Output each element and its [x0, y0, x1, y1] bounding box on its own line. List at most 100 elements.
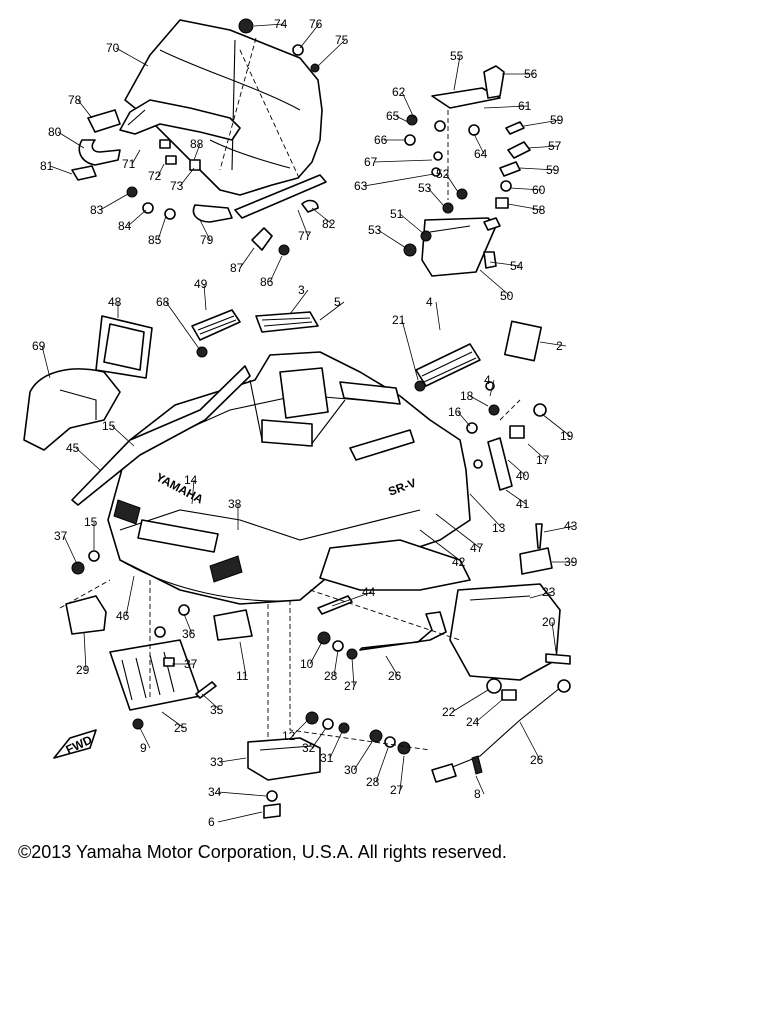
- hood-bracket: [359, 611, 447, 651]
- callout-number: 12: [282, 729, 296, 743]
- callout-number: 58: [532, 203, 546, 217]
- callout-number: 75: [335, 33, 349, 47]
- callout-leader-line: [111, 425, 135, 447]
- callout-number: 49: [194, 277, 208, 291]
- callout-number: 52: [436, 167, 450, 181]
- callout-number: 72: [148, 169, 162, 183]
- callout-number: 78: [68, 93, 82, 107]
- callout-number: 31: [320, 751, 334, 765]
- callout-number: 43: [564, 519, 578, 533]
- callout-number: 2: [556, 339, 563, 353]
- callout-leader-line: [373, 159, 433, 163]
- callout-number: 62: [392, 85, 406, 99]
- callout-number: 44: [362, 585, 376, 599]
- callout-leader-line: [329, 731, 343, 759]
- callout-leader-line: [299, 23, 320, 49]
- callout-leader-line: [523, 119, 561, 127]
- callout-leader-line: [475, 699, 503, 723]
- callout-number: 81: [40, 159, 54, 173]
- console-hardware: [403, 114, 531, 269]
- callout-leader-line: [479, 269, 511, 297]
- callout-leader-line: [41, 345, 51, 379]
- callout-number: 56: [524, 67, 538, 81]
- callout-number: 77: [298, 229, 312, 243]
- callout-leader-line: [551, 621, 557, 653]
- callout-number: 26: [530, 753, 544, 767]
- callout-leader-line: [489, 379, 495, 397]
- callout-number: 18: [460, 389, 474, 403]
- callout-number: 15: [102, 419, 116, 433]
- callout-leader-line: [139, 727, 151, 749]
- callout-number: 53: [368, 223, 382, 237]
- callout-leader-line: [519, 167, 557, 171]
- callout-number: 36: [182, 627, 196, 641]
- callout-number: 61: [518, 99, 532, 113]
- callout-number: 68: [156, 295, 170, 309]
- callout-leader-line: [451, 689, 489, 713]
- callout-number: 55: [450, 49, 464, 63]
- callout-number: 3: [298, 283, 305, 297]
- callout-leader-line: [435, 513, 481, 549]
- callout-number: 65: [386, 109, 400, 123]
- callout-leader-line: [385, 655, 399, 677]
- callout-number: 33: [210, 755, 224, 769]
- callout-leader-line: [289, 289, 309, 315]
- callout-number: 64: [474, 147, 488, 161]
- callout-leader-line: [201, 693, 221, 711]
- callout-leader-line: [253, 23, 285, 27]
- callout-leader-line: [377, 229, 407, 249]
- windshield-trim: [192, 174, 327, 223]
- callout-leader-line: [489, 261, 521, 267]
- hand-grips: [71, 109, 121, 181]
- callout-leader-line: [291, 719, 309, 737]
- callout-leader-line: [401, 91, 415, 119]
- callout-leader-line: [75, 447, 101, 471]
- callout-number: 69: [32, 339, 46, 353]
- callout-number: 82: [322, 217, 336, 231]
- callout-number: 51: [390, 207, 404, 221]
- callout-number: 42: [452, 555, 466, 569]
- callout-number: 83: [90, 203, 104, 217]
- callout-leader-line: [217, 811, 263, 823]
- callout-leader-line: [311, 727, 327, 749]
- callout-leader-line: [473, 133, 485, 155]
- side-shield: [23, 368, 121, 451]
- callout-leader-line: [127, 209, 147, 227]
- callout-number: 15: [84, 515, 98, 529]
- callout-number: 38: [228, 497, 242, 511]
- callout-number: 22: [442, 705, 456, 719]
- callout-leader-line: [311, 207, 333, 225]
- callout-leader-line: [99, 193, 129, 211]
- callout-leader-line: [363, 173, 435, 187]
- callout-number: 27: [390, 783, 404, 797]
- callout-number: 17: [536, 453, 550, 467]
- dash-guides: [59, 37, 521, 751]
- console-bracket: [421, 65, 505, 277]
- callout-number: 76: [309, 17, 323, 31]
- callout-number: 60: [532, 183, 546, 197]
- fwd-arrow: FWD: [53, 729, 97, 759]
- hood-hardware: [71, 346, 553, 575]
- callout-leader-line: [157, 163, 165, 177]
- callout-leader-line: [541, 413, 571, 437]
- front-bumper: [109, 639, 201, 711]
- callout-number: 28: [366, 775, 380, 789]
- callout-number: 26: [388, 669, 402, 683]
- callout-number: 39: [564, 555, 578, 569]
- callout-leader-line: [435, 301, 441, 331]
- callout-leader-line: [331, 591, 373, 607]
- callout-leader-line: [399, 213, 425, 235]
- callout-number: 41: [516, 497, 530, 511]
- callout-leader-line: [193, 143, 201, 161]
- windshield-hardware: [126, 18, 320, 256]
- callout-leader-line: [445, 173, 459, 193]
- callout-leader-line: [239, 641, 247, 677]
- callout-leader-line: [319, 301, 345, 321]
- callout-leader-line: [399, 755, 405, 791]
- callout-number: 47: [470, 541, 484, 555]
- callout-leader-line: [529, 591, 553, 599]
- callout-number: 14: [184, 473, 198, 487]
- air-box: [449, 583, 561, 681]
- callout-number: 34: [208, 785, 222, 799]
